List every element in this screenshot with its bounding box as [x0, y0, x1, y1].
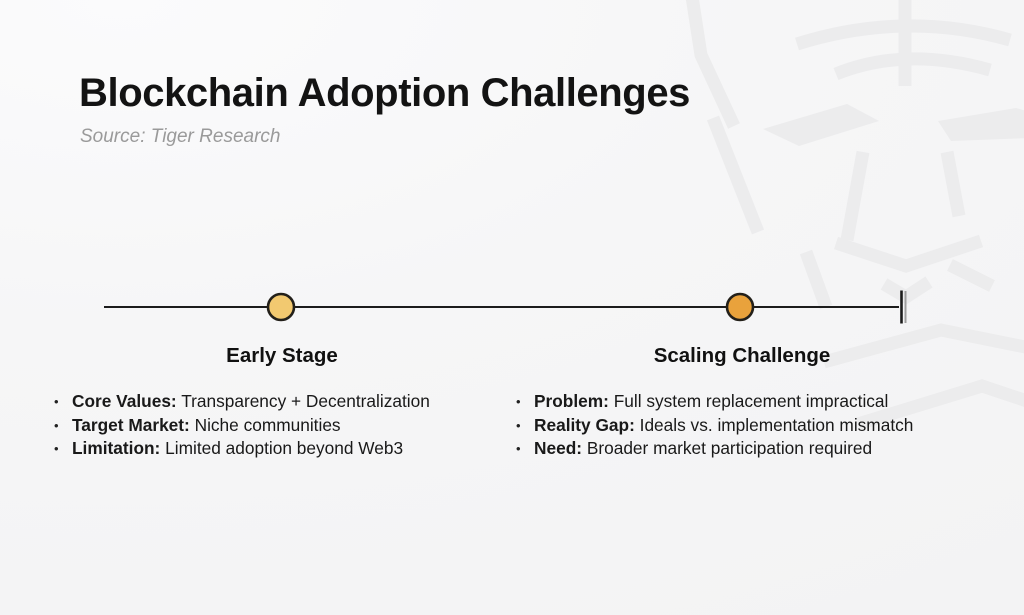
- list-item: • Limitation: Limited adoption beyond We…: [54, 437, 430, 461]
- bullet-icon: •: [516, 441, 521, 457]
- stage-label-scaling-challenge: Scaling Challenge: [653, 344, 831, 367]
- list-item: • Need: Broader market participation req…: [516, 437, 913, 461]
- list-item-text: Core Values: Transparency + Decentraliza…: [72, 391, 430, 411]
- early-stage-list: • Core Values: Transparency + Decentrali…: [54, 390, 430, 461]
- list-item: • Core Values: Transparency + Decentrali…: [54, 390, 430, 414]
- timeline: [104, 290, 907, 324]
- bullet-icon: •: [516, 394, 521, 409]
- scaling-challenge-list: • Problem: Full system replacement impra…: [516, 390, 913, 461]
- bullet-icon: •: [54, 417, 59, 433]
- list-item-text: Problem: Full system replacement impract…: [534, 391, 889, 411]
- list-item-text: Target Market: Niche communities: [72, 414, 341, 435]
- source-caption: Source: Tiger Research: [80, 126, 281, 147]
- bullet-icon: •: [54, 394, 59, 409]
- list-item: • Target Market: Niche communities: [54, 414, 430, 438]
- list-item: • Reality Gap: Ideals vs. implementation…: [516, 414, 913, 438]
- bullet-icon: •: [54, 441, 59, 457]
- timeline-dot-scaling-challenge: [725, 292, 755, 322]
- bullet-icon: •: [516, 417, 521, 433]
- stage-label-early-stage: Early Stage: [226, 344, 338, 367]
- timeline-dot-early-stage: [266, 292, 296, 322]
- list-item-text: Need: Broader market participation requi…: [534, 438, 873, 459]
- list-item: • Problem: Full system replacement impra…: [516, 390, 913, 414]
- page-title: Blockchain Adoption Challenges: [79, 71, 691, 115]
- list-item-text: Limitation: Limited adoption beyond Web3: [72, 438, 404, 459]
- list-item-text: Reality Gap: Ideals vs. implementation m…: [534, 414, 914, 435]
